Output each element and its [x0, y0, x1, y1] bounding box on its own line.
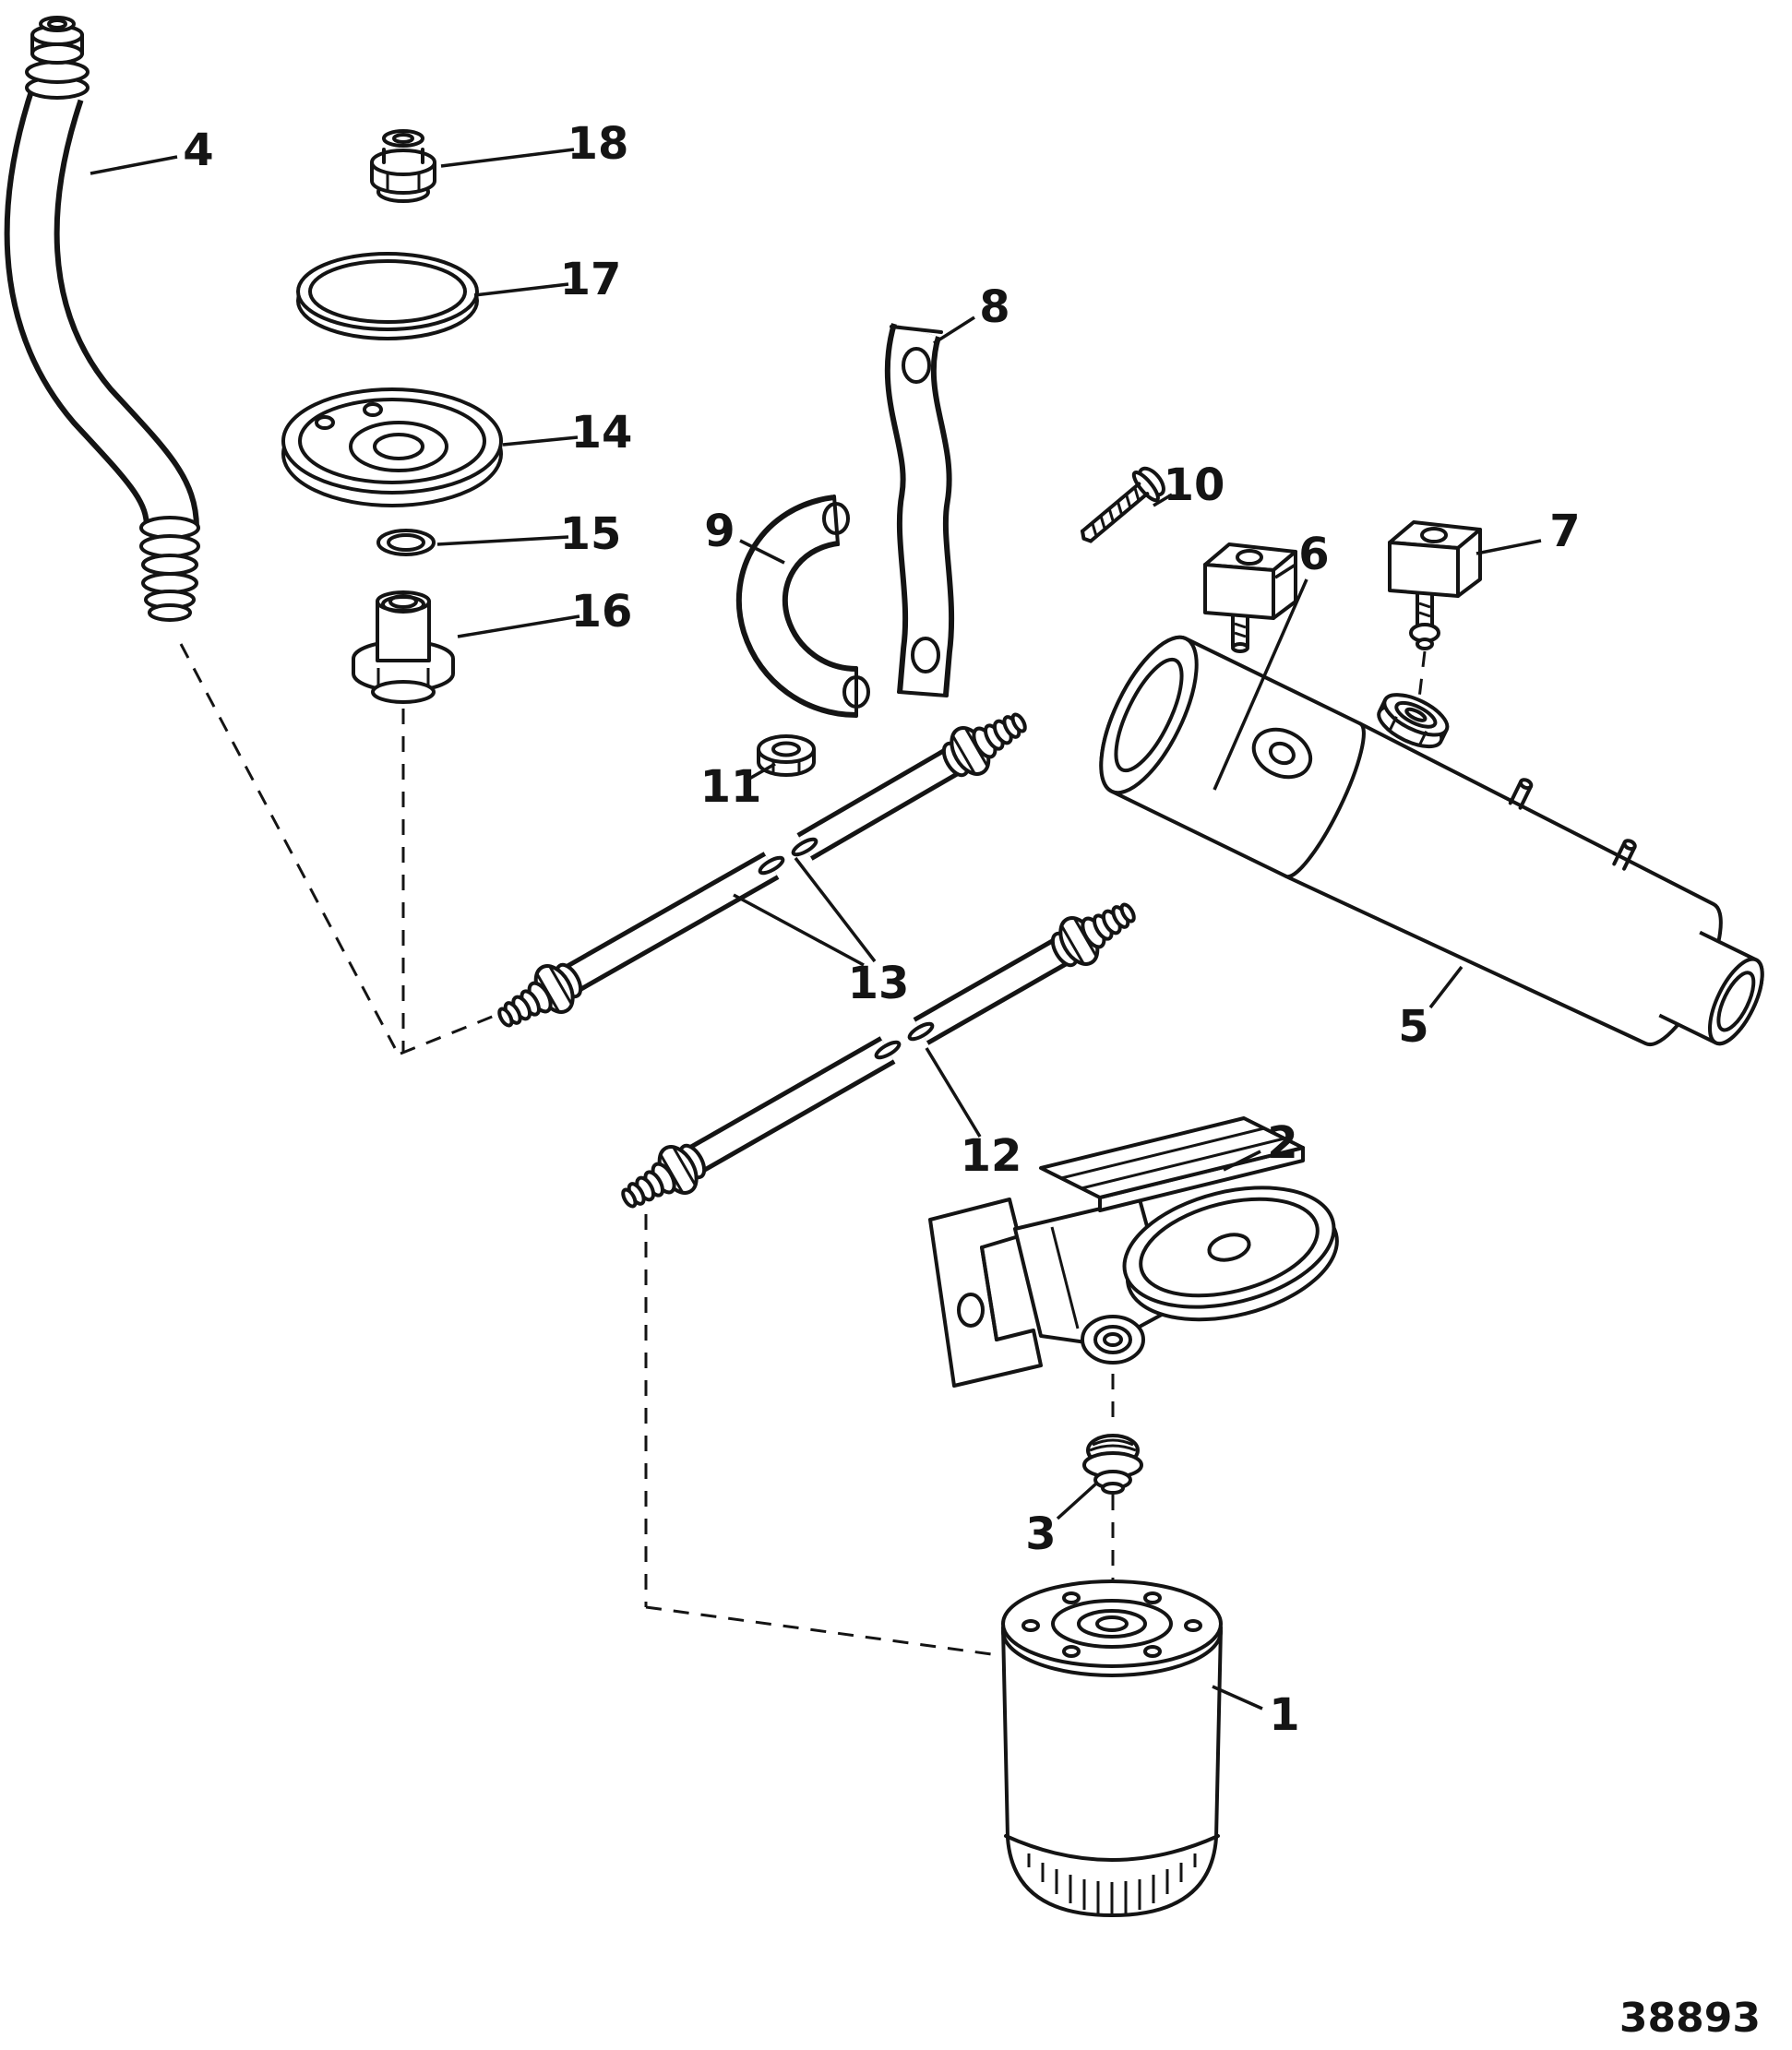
part-15-o-ring: [376, 529, 436, 556]
callout-5: 5: [1398, 1001, 1428, 1053]
callout-9: 9: [704, 506, 735, 557]
part-3-plug: [1082, 1434, 1143, 1495]
callout-2: 2: [1267, 1117, 1297, 1169]
part-9-clamp-bracket: [735, 495, 870, 718]
callout-13: 13: [848, 958, 910, 1009]
callout-17: 17: [560, 254, 622, 305]
callout-16: 16: [571, 586, 633, 638]
part-16-nipple: [352, 590, 455, 704]
leader-lines: [90, 148, 1542, 1710]
part-2-filter-bracket: [928, 1116, 1339, 1388]
drawing-number: 38893: [1619, 1995, 1761, 2042]
callout-10: 10: [1164, 459, 1225, 511]
callout-15: 15: [560, 508, 622, 560]
part-14-adapter-plate: [281, 387, 503, 507]
part-13-hoses: [487, 697, 1146, 1224]
callout-11: 11: [700, 761, 762, 813]
callout-12: 12: [961, 1130, 1022, 1182]
part-7-fitting-block: [1388, 520, 1482, 650]
part-10-bolt: [1081, 466, 1165, 543]
callout-18: 18: [567, 118, 629, 170]
part-11-hex-nut: [757, 734, 816, 777]
callout-3: 3: [1025, 1508, 1056, 1560]
callout-1: 1: [1269, 1689, 1299, 1741]
part-17-gasket: [296, 252, 479, 340]
part-4-oil-tube: [4, 16, 200, 622]
callout-6: 6: [1298, 529, 1329, 580]
callout-7: 7: [1549, 506, 1580, 557]
assembly-dashed-lines: [179, 643, 1427, 1657]
part-18-plug-fitting: [370, 129, 436, 203]
callout-4: 4: [183, 125, 213, 176]
part-1-oil-filter: [1001, 1579, 1223, 1917]
callout-labels: 4 18 17 14 15 16 8 9 10 6 7 11 13 5 12 2…: [183, 118, 1761, 2042]
callout-8: 8: [979, 281, 1009, 333]
part-8-strap-bracket: [884, 323, 955, 697]
part-5-oil-cooler: [1099, 635, 1764, 1047]
callout-14: 14: [571, 407, 633, 459]
